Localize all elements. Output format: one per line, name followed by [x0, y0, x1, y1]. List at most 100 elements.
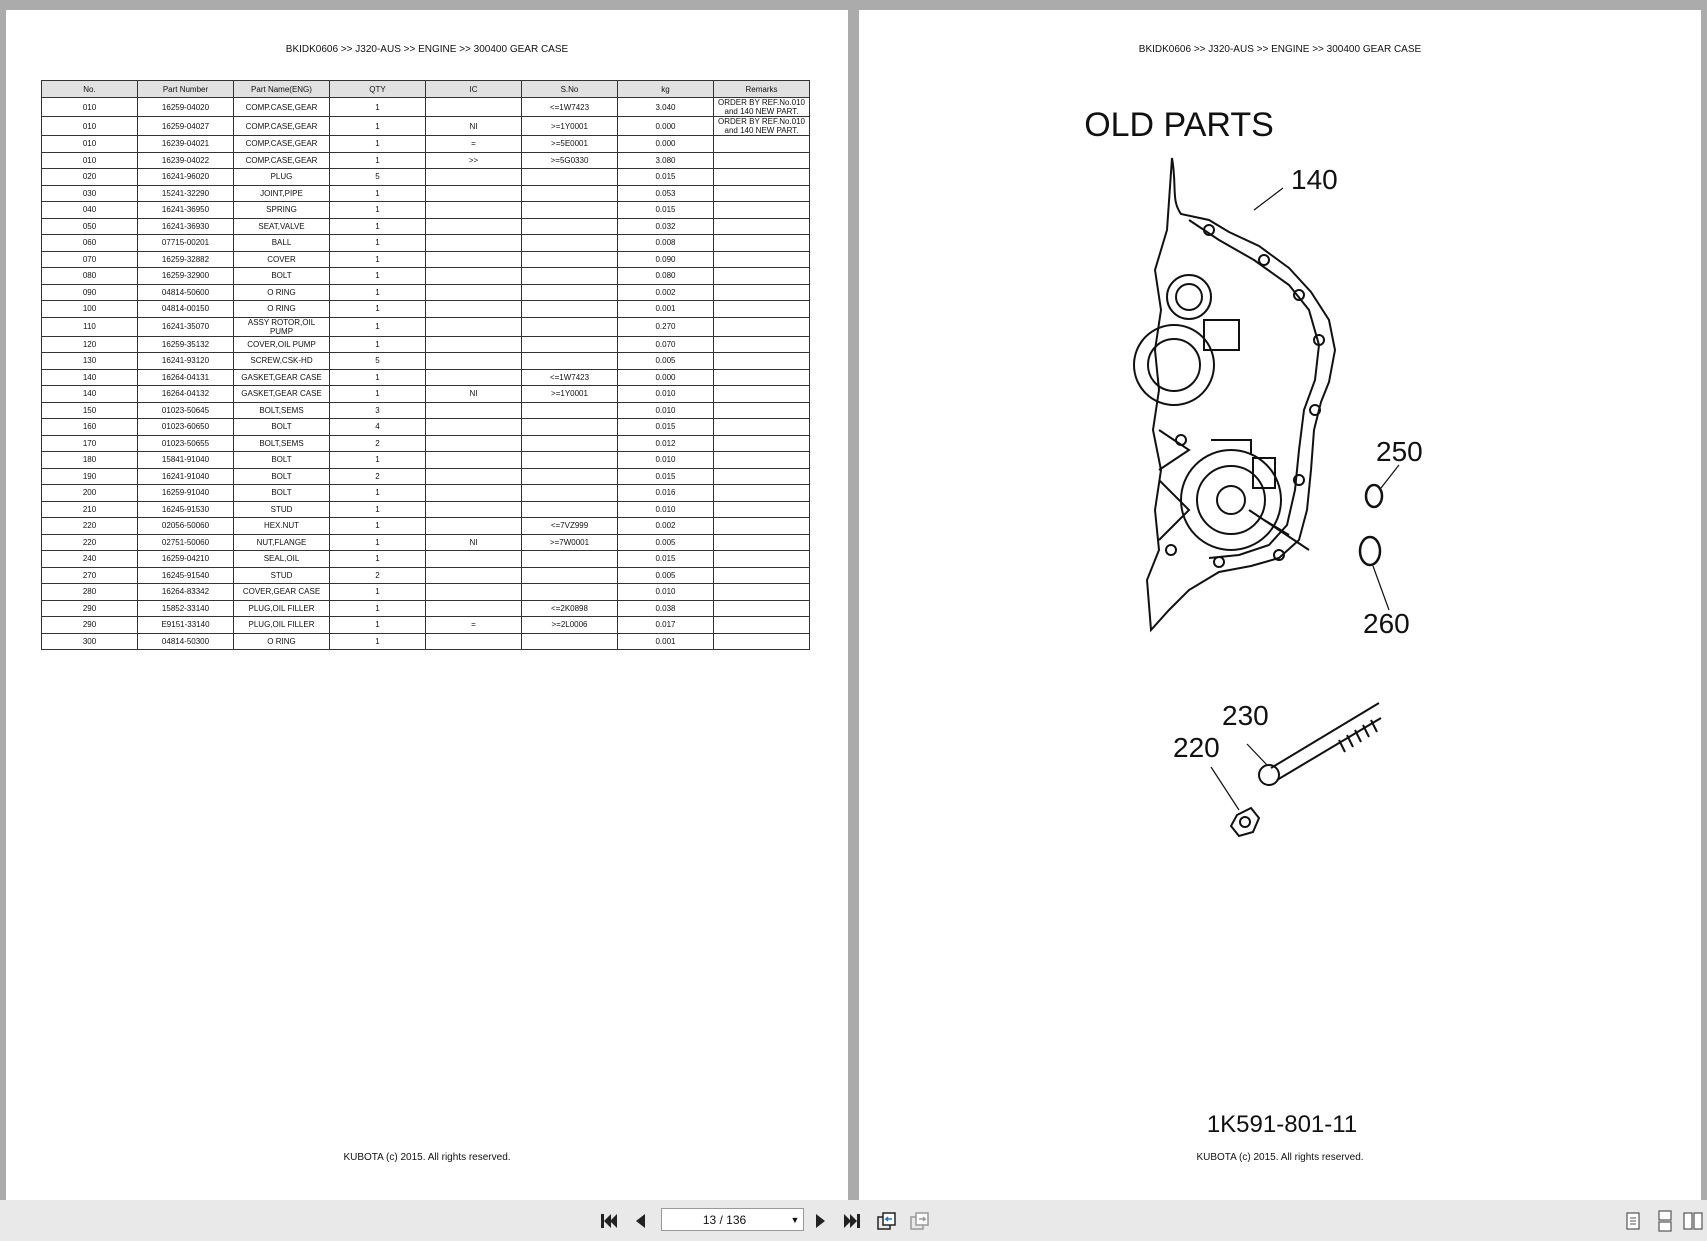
- cell-ic: [425, 434, 522, 452]
- continuous-page-icon: [1658, 1210, 1672, 1232]
- facing-pages-view-button[interactable]: [1681, 1208, 1705, 1234]
- cell-serial-no: [521, 500, 618, 518]
- cell-remarks: [713, 201, 810, 219]
- cell-remarks: [713, 566, 810, 584]
- page-number-select[interactable]: 13 / 136 ▼: [661, 1208, 804, 1231]
- column-header-ic: IC: [425, 80, 522, 98]
- cell-no: 290: [41, 616, 138, 634]
- cell-part-number: E9151-33140: [137, 616, 234, 634]
- cell-part-name: NUT,FLANGE: [233, 533, 330, 551]
- stud-nut-drawing: [1229, 702, 1382, 838]
- cell-part-name: GASKET,GEAR CASE: [233, 385, 330, 403]
- cell-remarks: [713, 267, 810, 285]
- cell-remarks: ORDER BY REF.No.010 and 140 NEW PART.: [713, 116, 810, 136]
- cell-part-name: SPRING: [233, 201, 330, 219]
- cell-serial-no: [521, 184, 618, 202]
- diagram-code: 1K591-801-11: [1207, 1111, 1357, 1138]
- cell-remarks: [713, 316, 810, 337]
- next-page-button[interactable]: [808, 1208, 834, 1234]
- cell-serial-no: >=1Y0001: [521, 385, 618, 403]
- cell-remarks: [713, 484, 810, 502]
- cell-part-number: 16259-04027: [137, 116, 234, 136]
- cell-part-name: PLUG: [233, 168, 330, 186]
- cell-qty: 3: [329, 401, 426, 419]
- cell-no: 170: [41, 434, 138, 452]
- column-header-qty: QTY: [329, 80, 426, 98]
- cell-no: 140: [41, 385, 138, 403]
- cell-ic: [425, 234, 522, 252]
- cell-weight-kg: 0.000: [617, 135, 714, 153]
- cell-ic: [425, 418, 522, 436]
- page-indicator: 13 / 136: [702, 1212, 747, 1227]
- cell-remarks: [713, 616, 810, 634]
- cell-serial-no: <=7VZ999: [521, 517, 618, 535]
- cell-no: 220: [41, 533, 138, 551]
- cell-part-number: 16239-04021: [137, 135, 234, 153]
- cell-ic: [425, 300, 522, 318]
- cell-qty: 1: [329, 335, 426, 353]
- copyright-footer: KUBOTA (c) 2015. All rights reserved.: [1196, 1152, 1364, 1163]
- cell-weight-kg: 0.005: [617, 566, 714, 584]
- cell-ic: NI: [425, 533, 522, 551]
- cell-remarks: ORDER BY REF.No.010 and 140 NEW PART.: [713, 97, 810, 117]
- go-forward-view-button[interactable]: [906, 1208, 932, 1234]
- cell-serial-no: [521, 550, 618, 568]
- cell-part-name: BOLT,SEMS: [233, 401, 330, 419]
- cell-no: 130: [41, 352, 138, 370]
- cell-part-number: 16241-93120: [137, 352, 234, 370]
- cell-no: 160: [41, 418, 138, 436]
- triangle-right-icon: [816, 1214, 825, 1228]
- cell-part-name: BOLT: [233, 484, 330, 502]
- go-back-view-button[interactable]: [873, 1208, 899, 1234]
- cell-serial-no: [521, 234, 618, 252]
- cell-part-number: 04814-50600: [137, 283, 234, 301]
- cell-no: 210: [41, 500, 138, 518]
- cell-part-name: BOLT: [233, 451, 330, 469]
- column-header-part-name: Part Name(ENG): [233, 80, 330, 98]
- breadcrumb: BKIDK0606 >> J320-AUS >> ENGINE >> 30040…: [285, 44, 569, 55]
- cell-weight-kg: 0.090: [617, 250, 714, 268]
- cell-qty: 1: [329, 385, 426, 403]
- last-page-button[interactable]: [839, 1208, 865, 1234]
- single-page-view-button[interactable]: [1620, 1208, 1646, 1234]
- cell-remarks: [713, 385, 810, 403]
- cell-ic: [425, 467, 522, 485]
- cell-part-number: 07715-00201: [137, 234, 234, 252]
- o-ring-250-drawing: [1364, 483, 1384, 509]
- cell-part-number: 16245-91530: [137, 500, 234, 518]
- previous-page-button[interactable]: [627, 1208, 653, 1234]
- cell-part-number: 16241-36950: [137, 201, 234, 219]
- cell-remarks: [713, 352, 810, 370]
- cell-part-name: SCREW,CSK-HD: [233, 352, 330, 370]
- cell-part-name: BALL: [233, 234, 330, 252]
- forward-view-icon: [910, 1212, 929, 1230]
- cell-weight-kg: 0.053: [617, 184, 714, 202]
- viewer-toolbar: 13 / 136 ▼: [0, 1200, 1707, 1241]
- continuous-view-button[interactable]: [1652, 1208, 1678, 1234]
- cell-serial-no: [521, 335, 618, 353]
- column-header-no: No.: [41, 80, 138, 98]
- column-header-remarks: Remarks: [713, 80, 810, 98]
- cell-ic: NI: [425, 116, 522, 136]
- cell-no: 150: [41, 401, 138, 419]
- cell-no: 050: [41, 217, 138, 235]
- cell-serial-no: >=7W0001: [521, 533, 618, 551]
- cell-ic: [425, 550, 522, 568]
- cell-part-name: STUD: [233, 566, 330, 584]
- cell-part-name: COVER,GEAR CASE: [233, 583, 330, 601]
- first-page-button[interactable]: [596, 1208, 622, 1234]
- two-page-icon: [1683, 1212, 1703, 1230]
- cell-remarks: [713, 401, 810, 419]
- cell-no: 110: [41, 316, 138, 337]
- cell-part-name: O RING: [233, 632, 330, 650]
- cell-serial-no: [521, 401, 618, 419]
